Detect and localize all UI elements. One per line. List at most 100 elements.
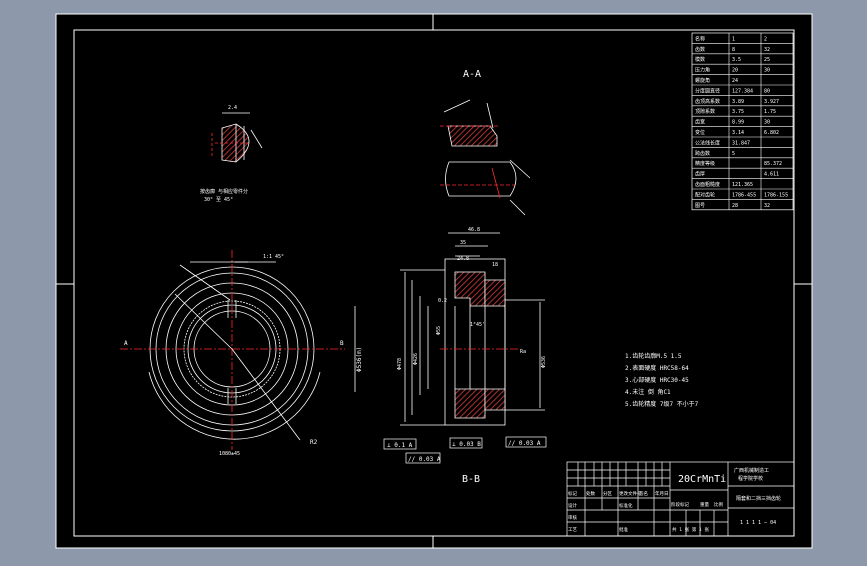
parameter-value-cell: 3.5 xyxy=(732,57,741,63)
parameter-value-cell: 127.384 xyxy=(732,88,753,94)
parameter-value-cell: 2 xyxy=(764,36,767,42)
parameter-value-cell: 30 xyxy=(764,68,770,74)
technical-note-line: 3.心部硬度 HRC30-45 xyxy=(625,376,689,384)
title-material: 20CrMnTi xyxy=(678,474,726,485)
parameter-table-border xyxy=(691,32,794,211)
parameter-value-cell: 6.802 xyxy=(764,130,779,136)
gdt-frame-4: // 0.03 A xyxy=(508,440,541,447)
technical-note-line: 1.齿轮齿廓M.5 1.5 xyxy=(625,352,682,360)
parameter-name-cell: 齿数 xyxy=(695,46,705,53)
section-bb-label: B-B xyxy=(462,474,480,485)
parameter-value-cell: 3.14 xyxy=(732,130,744,136)
parameter-value-cell: 8 xyxy=(732,47,735,53)
parameter-value-cell: 80 xyxy=(764,88,770,94)
parameter-value-cell: 4.611 xyxy=(764,172,779,178)
title-block xyxy=(566,461,795,537)
parameter-value-cell: 25 xyxy=(764,57,770,63)
title-process: 工艺 xyxy=(568,527,577,533)
parameter-name-cell: 螺旋角 xyxy=(695,77,710,84)
parameter-name-cell: 齿厚 xyxy=(695,172,705,178)
detail-dim-top: 2.4 xyxy=(228,105,237,111)
parameter-value-cell: 1786-455 xyxy=(732,192,756,198)
section-aa-view xyxy=(440,99,531,216)
parameter-value-cell: 20 xyxy=(732,68,738,74)
drawing-frame xyxy=(73,29,795,537)
title-rev-2: 处数 xyxy=(586,490,595,497)
parameter-name-cell: 顶隙系数 xyxy=(695,108,715,115)
drawing-sheet xyxy=(55,13,813,549)
title-approve: 批准 xyxy=(619,526,628,533)
technical-note-line: 2.表面硬度 HRC58-64 xyxy=(625,364,689,372)
parameter-value-cell: 1.75 xyxy=(764,109,776,115)
title-school-1: 广西机械制造工 xyxy=(734,467,769,474)
section-aa-label: A-A xyxy=(463,69,481,80)
parameter-value-cell: 1786-155 xyxy=(764,192,788,198)
parameter-value-cell: 32 xyxy=(764,203,770,209)
sect-ra: Ra xyxy=(520,349,526,355)
gdt-frame-3: ⊥ 0.03 B xyxy=(452,441,481,448)
detail-note-2: 30° 至 45° xyxy=(204,197,233,203)
gdt-frame-2: // 0.03 A xyxy=(408,456,441,463)
title-rev-3: 分区 xyxy=(603,490,612,497)
title-sheet: 共 1 张 第 1 张 xyxy=(672,526,709,533)
parameter-value-cell: 5 xyxy=(732,151,735,157)
parameter-name-cell: 精度等级 xyxy=(695,160,715,167)
parameter-name-cell: 齿宽 xyxy=(695,119,705,126)
front-dim-top: 1:1 45° xyxy=(263,254,284,260)
sect-dim-d1: Φ478 xyxy=(397,358,403,370)
title-rev-1: 标记 xyxy=(568,490,577,497)
parameter-name-cell: 配对齿轮 xyxy=(695,191,715,198)
parameter-name-cell: 压力角 xyxy=(695,67,710,74)
title-rev-5: 签名 xyxy=(639,490,648,497)
parameter-name-cell: 名称 xyxy=(695,35,705,42)
section-bb-view xyxy=(400,232,545,426)
sect-dim-d4: Φ55 xyxy=(436,326,442,335)
title-review: 审核 xyxy=(568,514,577,521)
parameter-value-cell: 3.75 xyxy=(732,109,744,115)
detail-note-1: 按齿廓 与相应零件分 xyxy=(200,188,248,195)
parameter-name-cell: 模数 xyxy=(695,56,705,63)
sect-dim-top4: 18 xyxy=(492,262,498,268)
title-design: 设计 xyxy=(568,502,577,509)
front-mark-a: A xyxy=(124,340,128,347)
parameter-name-cell: 公法线长度 xyxy=(695,139,720,146)
gear-front-view xyxy=(120,250,356,450)
title-rev-6: 年月日 xyxy=(655,490,669,497)
parameter-value-cell: 121.365 xyxy=(732,182,753,188)
parameter-value-cell: 3.927 xyxy=(764,99,779,105)
sect-dim-d2: Φ426 xyxy=(413,353,419,365)
technical-note-line: 5.齿轮精度 7级7 不小于7 xyxy=(625,400,699,408)
title-stage: 阶段标记 xyxy=(671,501,689,508)
parameter-name-cell: 图号 xyxy=(695,203,705,209)
parameter-value-cell: 28 xyxy=(732,203,738,209)
tooth-detail-view xyxy=(211,112,263,163)
front-dim-diameter: Φ536(m) xyxy=(356,347,363,372)
title-school-2: 程学院学校 xyxy=(738,475,763,482)
sect-dim-d3: Φ536 xyxy=(541,356,547,368)
sect-dim-top1: 46.8 xyxy=(468,227,480,233)
sect-dim-top2: 35 xyxy=(460,240,466,246)
front-dim-bottom: 1080±45 xyxy=(219,451,240,457)
title-drawing-name: 隔套和二挡三挡齿轮 xyxy=(736,495,781,502)
parameter-name-cell: 齿顶高系数 xyxy=(695,98,720,105)
title-rev-4: 更改文件号 xyxy=(619,490,642,497)
front-dim-r: R2 xyxy=(310,439,318,446)
sect-dim-angle: 1°45' xyxy=(470,322,485,328)
front-mark-b: B xyxy=(340,340,344,347)
parameter-value-cell: 32 xyxy=(764,47,770,53)
gdt-frames xyxy=(383,436,547,464)
parameter-value-cell: 85.372 xyxy=(764,161,782,167)
title-weight: 重量 xyxy=(700,501,709,508)
parameter-value-cell: 8.99 xyxy=(732,120,744,126)
parameter-value-cell: 3.89 xyxy=(732,99,744,105)
title-scale: 比例 xyxy=(714,501,723,508)
gdt-frame-1: ⊥ 0.1 A xyxy=(387,442,413,449)
parameter-value-cell: 24 xyxy=(732,78,738,84)
parameter-name-cell: 分度圆直径 xyxy=(695,87,720,94)
sect-dim-small: 0.2 xyxy=(438,298,447,304)
parameter-name-cell: 变位 xyxy=(695,129,705,136)
parameter-value-cell: 31.847 xyxy=(732,140,750,146)
